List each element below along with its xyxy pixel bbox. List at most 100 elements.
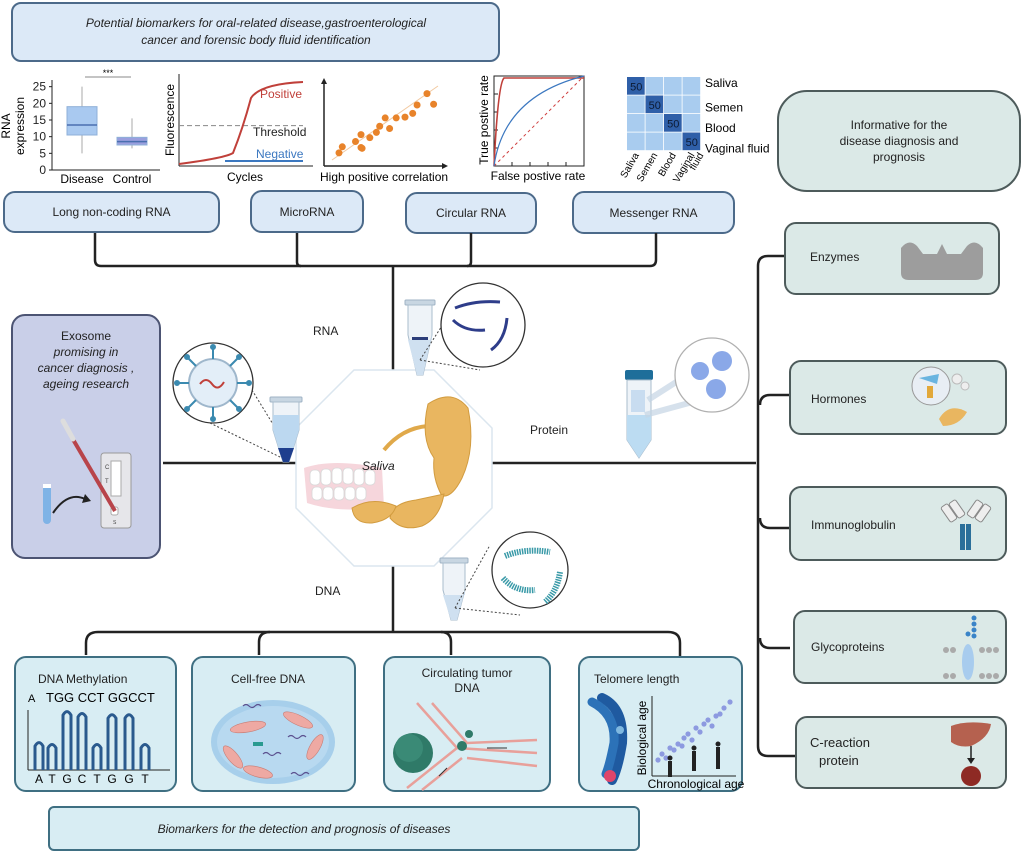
rna-type-label: Long non-coding RNA [52,205,171,219]
heatmap-row-label: Saliva [705,76,738,90]
rna-type-mrna[interactable]: Messenger RNA [572,191,735,234]
base-label: G [124,772,133,786]
heatmap-cell [627,95,645,114]
dna-type-label: Telomere length [594,672,680,686]
base-label: T [48,772,56,786]
heatmap-value: 50 [630,81,642,93]
base-label: G [107,772,116,786]
dna-sample-illustration [439,531,569,621]
x-axis-label: High positive correlation [320,170,448,184]
top-sequence-first: A [28,693,36,705]
person-icon [715,741,721,747]
heatmap-cell [645,114,664,132]
rna-type-microrna[interactable]: MicroRNA [250,190,364,233]
ctdna-illustration [393,702,538,791]
y-tick-label: 20 [33,96,47,110]
rna-type-label: Messenger RNA [609,205,698,220]
heatmap-value: 50 [686,137,698,149]
protein-label: Immunoglobulin [811,518,896,532]
heatmap-cell [645,132,664,151]
protein-sample-illustration [625,337,750,459]
heatmap-row-label: Vaginal fluid [705,142,770,156]
scatter-point [409,109,417,117]
heatmap-cell [664,114,682,132]
rna-stem-circ [466,233,473,268]
strip-s-label: S [113,520,117,526]
telomere-point [721,705,727,711]
swab-icon [69,434,117,513]
scatter-point [352,137,359,145]
liver-icon [951,722,991,786]
dna-type-ctdna[interactable]: Circulating tumor DNA [383,656,551,792]
protein-glycoproteins[interactable]: Glycoproteins [793,610,1007,684]
exosome-text: Exosome promising in cancer diagnosis , … [13,328,159,392]
protein-enzymes[interactable]: Enzymes [784,222,1000,295]
info-box: Informative for the disease diagnosis an… [777,90,1021,192]
heatmap-value: 50 [667,118,679,130]
bottom-banner: Biomarkers for the detection and prognos… [48,806,640,851]
scatter-point [392,114,400,122]
sample-vial-icon [43,484,51,524]
dna-type-cfdna[interactable]: Cell-free DNA [191,656,356,792]
base-label: A [35,772,43,786]
crp-line1: C-reaction [810,735,870,750]
glycoprotein-icon [943,615,999,680]
centromere-icon [616,726,624,734]
crp-line2: protein [819,753,859,768]
y-axis-label: Biological age [635,700,649,775]
enzyme-icon [901,242,983,280]
info-line1: Informative for the [850,118,948,132]
saliva-illustration: Saliva [295,369,493,567]
telomere-point [681,735,687,741]
scatter-point [358,144,366,152]
protein-immunoglobulin[interactable]: Immunoglobulin [789,486,1007,561]
exosome-title: Exosome [60,329,112,343]
ctdna-line2: DNA [454,681,480,695]
telomere-point [701,721,707,727]
heatmap-cell [627,77,645,95]
rna-type-label: MicroRNA [279,204,335,219]
heatmap-cell [645,77,664,95]
threshold-label: Threshold [253,125,306,139]
x-axis-label: False postive rate [491,169,586,183]
test-strip-illustration: C T S [43,418,132,529]
person-icon [716,747,720,769]
ctdna-line1: Circulating tumor [421,666,513,680]
protein-hormones[interactable]: Hormones [789,360,1007,435]
positive-curve [178,81,304,165]
peak [46,742,58,770]
protein-label: Glycoproteins [811,640,885,654]
branch-label-protein: Protein [530,423,569,437]
heatmap-cell [627,114,645,132]
info-line3: prognosis [872,150,926,164]
telomere-point [709,723,715,729]
rna-stem-micro [295,233,302,268]
scatter-point [401,113,409,121]
telomere-point [689,737,695,743]
box-disease [66,106,98,136]
heatmap-cell [682,95,701,114]
significance-label: *** [103,68,114,78]
scatter-point [338,143,346,151]
microtube-icon [404,299,436,376]
top-banner-line1: Potential biomarkers for oral-related di… [85,16,427,30]
protein-c-reactive[interactable]: C-reaction protein [795,716,1007,789]
chromosome-icon [597,693,628,785]
telomere-point [659,751,665,757]
y-axis-label: expression [13,97,27,155]
telomere-point [675,741,681,747]
top-banner [11,2,500,62]
peak [139,742,151,770]
protein-glyco [758,637,790,650]
arrow-icon [52,495,86,514]
peak [61,710,73,770]
rna-type-circrna[interactable]: Circular RNA [405,192,537,234]
exosome-box[interactable]: Exosome promising in cancer diagnosis , … [11,314,161,559]
rna-type-label: Circular RNA [435,206,506,220]
rna-type-lncrna[interactable]: Long non-coding RNA [3,191,220,233]
